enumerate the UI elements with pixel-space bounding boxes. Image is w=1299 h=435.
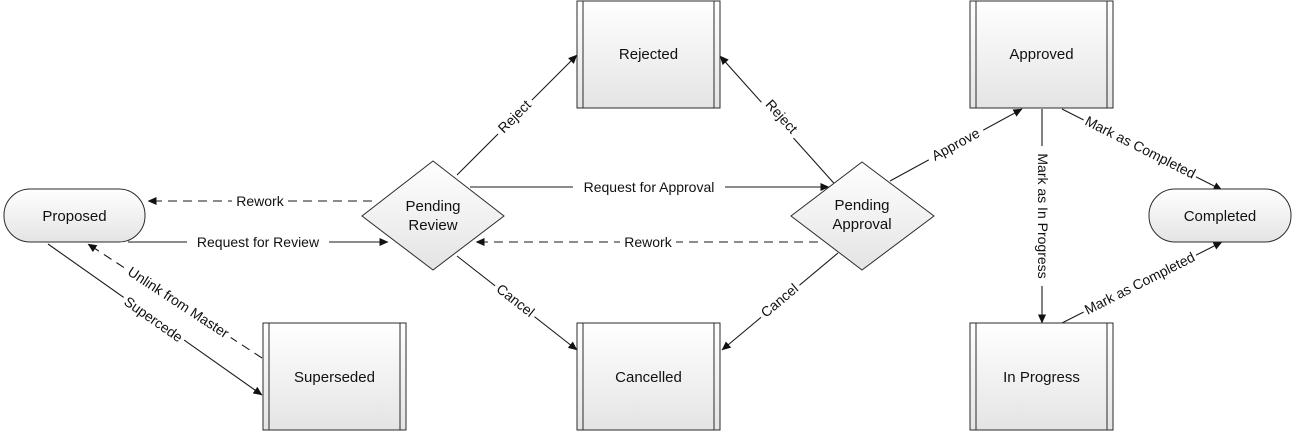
edge-label-request-for-approval: Request for Approval — [584, 179, 715, 195]
edge-label-reject-from-review: Reject — [495, 97, 534, 136]
node-cancelled-label: Cancelled — [615, 369, 682, 386]
node-pending-review-label-line1: Pending — [405, 198, 460, 215]
node-approved-label: Approved — [1009, 46, 1073, 63]
edge-label-mark-as-in-progress: Mark as In Progress — [1035, 153, 1051, 278]
edge-label-request-for-review: Request for Review — [197, 234, 320, 250]
edge-label-mark-as-completed-from-in-progress: Mark as Completed — [1082, 249, 1198, 318]
edge-label-reject-from-review-group: Reject — [490, 92, 537, 139]
node-proposed: Proposed — [3, 188, 146, 243]
node-rejected-label: Rejected — [619, 46, 678, 63]
edge-label-cancel-from-review-group: Cancel — [490, 277, 541, 322]
node-cancelled: Cancelled — [576, 322, 721, 431]
edge-label-cancel-from-approval: Cancel — [758, 280, 802, 320]
node-superseded: Superseded — [262, 322, 407, 431]
edge-label-rework-to-proposed: Rework — [236, 193, 284, 209]
node-approved: Approved — [969, 0, 1114, 109]
edge-label-cancel-from-review: Cancel — [494, 280, 538, 319]
node-pending-approval-label-line2: Approval — [832, 216, 891, 233]
node-pending-approval-label-line1: Pending — [834, 197, 889, 214]
edge-label-mark-as-completed-from-approved: Mark as Completed — [1083, 113, 1199, 182]
node-rejected: Rejected — [576, 0, 721, 109]
edge-label-cancel-from-approval-group: Cancel — [754, 277, 804, 323]
node-completed-label: Completed — [1184, 208, 1257, 225]
edge-label-rework-to-review: Rework — [624, 234, 672, 250]
edge-unlink-from-master — [87, 243, 263, 359]
node-pending-review: Pending Review — [361, 160, 505, 271]
edge-label-rework-to-review-group: Rework — [620, 234, 676, 250]
node-proposed-label: Proposed — [42, 208, 106, 225]
node-in-progress: In Progress — [969, 322, 1114, 431]
edge-label-rework-to-proposed-group: Rework — [232, 193, 288, 209]
edge-label-reject-to-approval: Reject — [763, 96, 802, 136]
edge-label-mark-as-completed-from-in-progress-group: Mark as Completed — [1079, 246, 1200, 319]
node-superseded-label: Superseded — [294, 369, 375, 386]
node-in-progress-label: In Progress — [1003, 369, 1080, 386]
edge-label-mark-as-completed-from-approved-group: Mark as Completed — [1080, 110, 1201, 183]
node-pending-review-label-line2: Review — [408, 217, 457, 234]
edge-label-approve-group: Approve — [923, 121, 987, 166]
edge-label-mark-as-in-progress-group: Mark as In Progress — [1035, 146, 1052, 286]
edge-label-reject-to-approval-group: Reject — [759, 92, 805, 140]
node-completed: Completed — [1148, 188, 1292, 243]
edge-label-request-for-approval-group: Request for Approval — [573, 179, 725, 195]
node-pending-approval: Pending Approval — [790, 161, 935, 271]
edge-label-request-for-review-group: Request for Review — [187, 234, 329, 250]
